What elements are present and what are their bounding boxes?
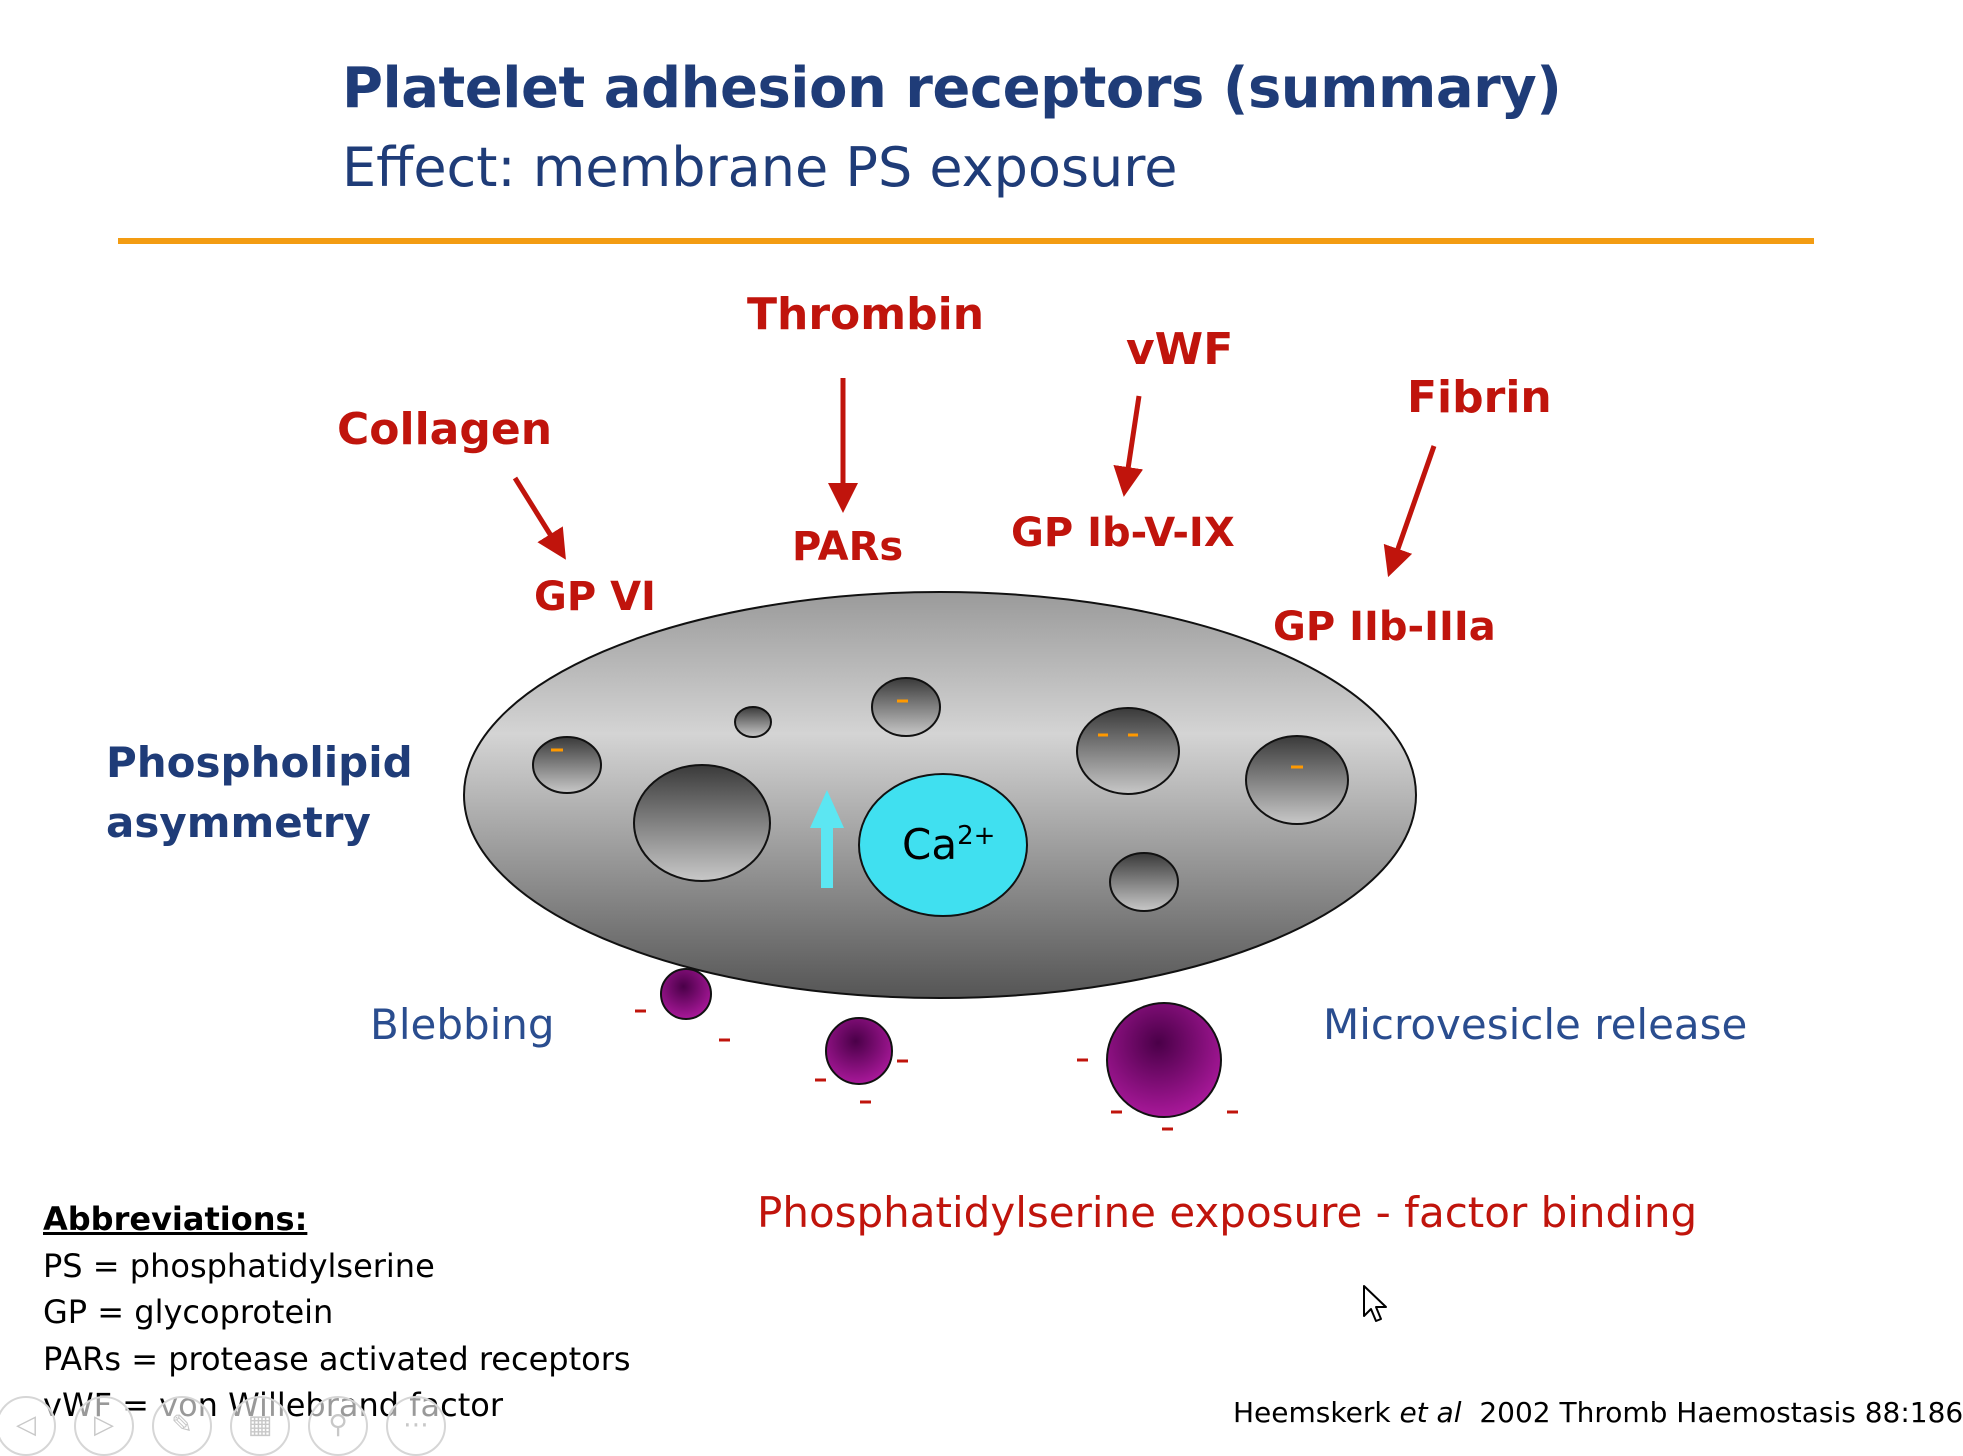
pars-label: PARs [792, 524, 904, 570]
gp-ib-label: GP Ib-V-IX [1011, 510, 1235, 556]
platelet-diagram [463, 378, 1437, 1131]
collagen-arrow [512, 476, 566, 560]
microvesicle-large [1106, 1002, 1222, 1118]
citation: Heemskerk et al 2002 Thromb Haemostasis … [1233, 1396, 1963, 1429]
collagen-label: Collagen [337, 404, 553, 455]
slide-title: Platelet adhesion receptors (summary) [342, 56, 1562, 121]
calcium-label: Ca2+ [902, 820, 996, 869]
pen-icon[interactable]: ✎ [152, 1396, 212, 1456]
granule [734, 706, 772, 738]
microvesicle-small [660, 968, 712, 1020]
microvesicle-medium [825, 1017, 893, 1085]
ps-charges [551, 699, 1303, 769]
granule [633, 764, 771, 882]
phospholipid-label: Phospholipid asymmetry [106, 738, 413, 847]
gp-iib-label: GP IIb-IIIa [1273, 604, 1496, 650]
abbreviation-item: PARs = protease activated receptors [43, 1340, 631, 1378]
next-slide-icon[interactable]: ▷ [74, 1396, 134, 1456]
granule [1245, 735, 1349, 825]
vesicle-charges [635, 1009, 1238, 1131]
calcium-rise-arrow [810, 790, 844, 888]
thrombin-label: Thrombin [747, 289, 985, 340]
granule [1076, 707, 1180, 795]
vwf-label: vWF [1126, 324, 1234, 375]
zoom-icon[interactable]: ⚲ [308, 1396, 368, 1456]
granule [532, 736, 602, 794]
ps-exposure-label: Phosphatidylserine exposure - factor bin… [757, 1188, 1698, 1237]
abbreviation-item: PS = phosphatidylserine [43, 1247, 435, 1285]
slides-icon[interactable]: ▦ [230, 1396, 290, 1456]
more-icon[interactable]: ⋯ [386, 1396, 446, 1456]
gp-vi-label: GP VI [534, 574, 656, 620]
slide-subtitle: Effect: membrane PS exposure [342, 136, 1178, 199]
vwf-arrow [1113, 395, 1144, 497]
granule [871, 677, 941, 737]
fibrin-arrow [1383, 445, 1437, 578]
fibrin-label: Fibrin [1407, 372, 1552, 423]
prev-slide-icon[interactable]: ◁ [0, 1396, 56, 1456]
pointer-cursor-icon [1363, 1285, 1387, 1322]
abbreviation-item: GP = glycoprotein [43, 1293, 334, 1331]
calcium-ion [858, 773, 1028, 917]
microvesicle-label: Microvesicle release [1323, 1000, 1748, 1049]
granule [1109, 852, 1179, 912]
blebbing-label: Blebbing [370, 1000, 555, 1049]
abbreviations-heading: Abbreviations: [43, 1200, 308, 1238]
title-divider [118, 238, 1814, 244]
